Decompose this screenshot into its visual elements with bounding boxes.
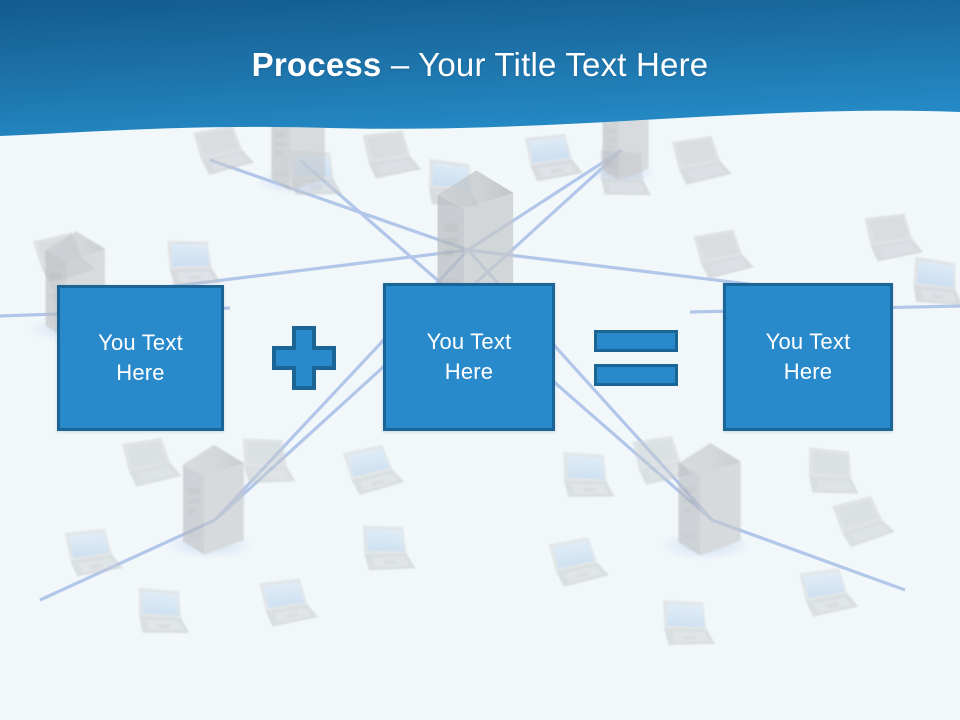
- header-banner: [0, 0, 960, 136]
- page-title-strong: Process: [251, 46, 382, 83]
- page-title: Process – Your Title Text Here: [0, 45, 960, 85]
- process-box-1-label: You Text Here: [98, 330, 183, 385]
- equals-bar-bottom: [594, 364, 678, 386]
- equals-icon: [594, 330, 678, 386]
- page-title-rest: – Your Title Text Here: [381, 46, 709, 83]
- process-box-2-label: You Text Here: [426, 329, 512, 384]
- equals-bar-top: [594, 330, 678, 352]
- process-box-1[interactable]: You Text Here: [57, 285, 224, 431]
- process-box-2[interactable]: You Text Here: [383, 283, 555, 431]
- process-box-3-label: You Text Here: [765, 329, 851, 384]
- plus-icon: [272, 326, 336, 390]
- process-box-3[interactable]: You Text Here: [723, 283, 893, 431]
